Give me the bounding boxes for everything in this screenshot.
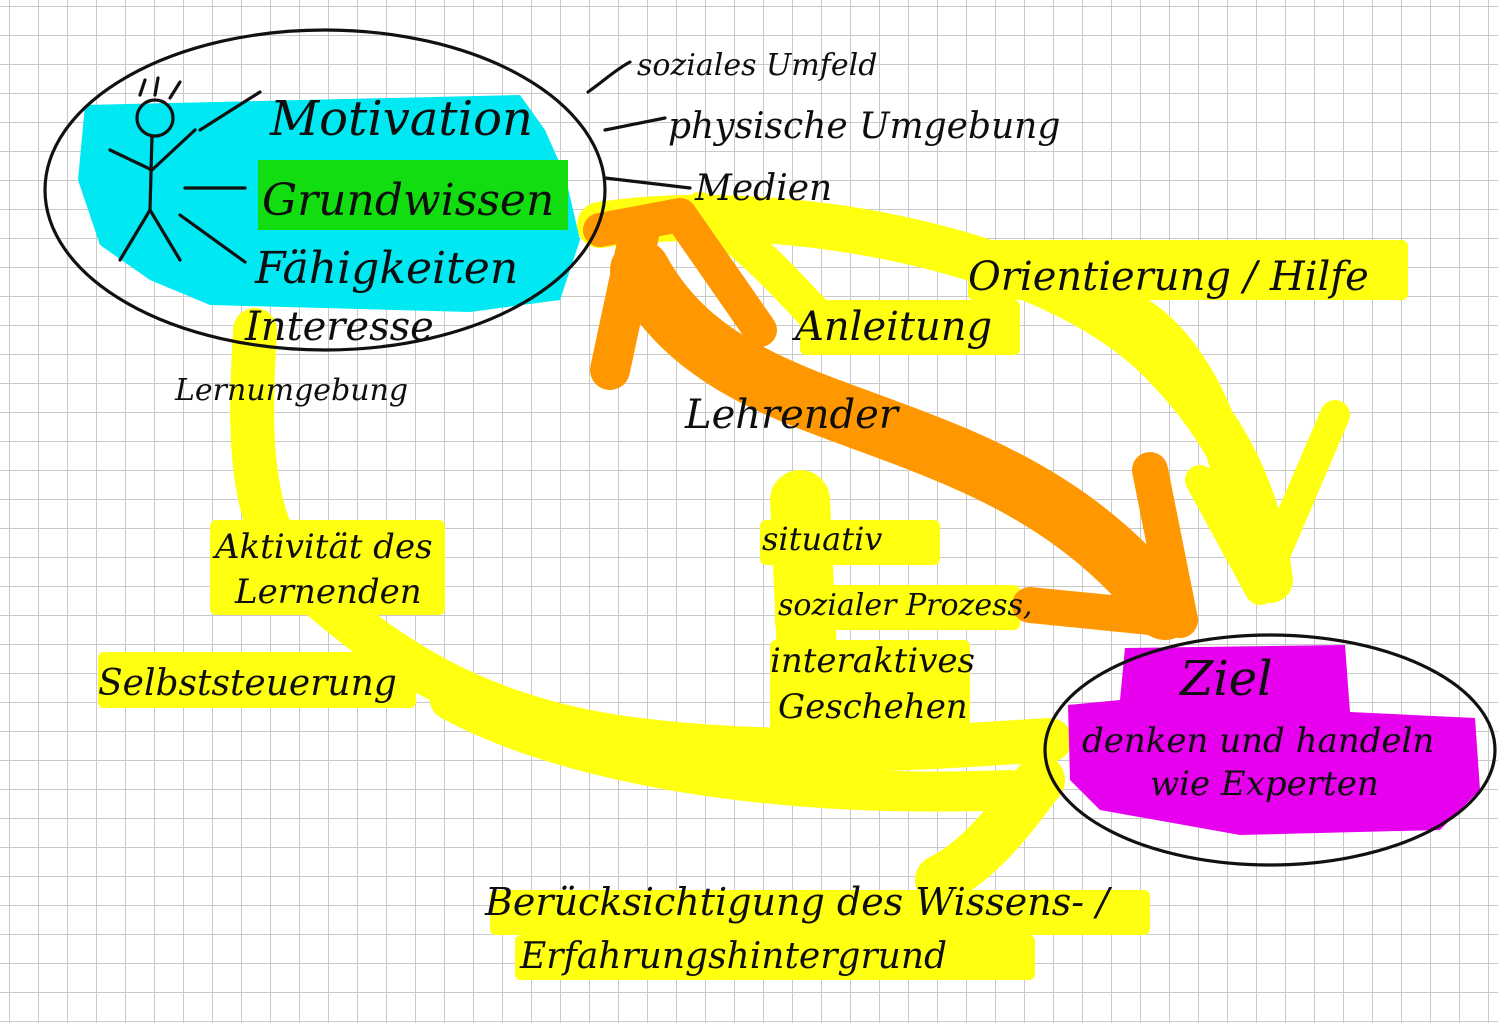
orange-goal-head	[1012, 452, 1198, 638]
goal-cluster: Ziel denken und handeln wie Experten	[1043, 633, 1497, 867]
soziales-umfeld-label: soziales Umfeld	[637, 48, 877, 83]
learner-stick-figure-icon	[108, 76, 262, 264]
magenta-highlight	[1068, 645, 1480, 835]
orientierung-arrow-head	[1185, 400, 1350, 605]
interaktives-line1: interaktives	[770, 641, 975, 681]
goal-line2: wie Experten	[1150, 764, 1379, 804]
grundwissen-label: Grundwissen	[262, 175, 554, 226]
situativ-label: situativ	[762, 520, 882, 558]
green-highlight	[258, 160, 568, 230]
medien-label: Medien	[694, 168, 832, 209]
learner-cluster: Motivation Grundwissen Fähigkeiten Inter…	[43, 28, 607, 408]
orange-main-shaft	[610, 240, 1195, 640]
environment-factors: soziales Umfeld physische Umgebung Medie…	[586, 48, 1060, 209]
goal-ellipse	[1043, 633, 1497, 867]
aktivitaet-line1: Aktivität des	[212, 527, 433, 567]
physische-umgebung-label: physische Umgebung	[668, 106, 1060, 147]
interaktives-line2: Geschehen	[778, 687, 968, 727]
beruecksichtigung-line1: Berücksichtigung des Wissens- /	[484, 880, 1112, 924]
learner-ellipse	[43, 28, 607, 352]
faehigkeiten-label: Fähigkeiten	[254, 243, 518, 294]
orientierung-arrow-right	[1080, 280, 1270, 580]
goal-line1: denken und handeln	[1082, 721, 1434, 761]
orientierung-label: Orientierung / Hilfe	[968, 254, 1369, 300]
interesse-label: Interesse	[244, 304, 434, 350]
bottom-band	[915, 755, 1065, 905]
beruecksichtigung-line2: Erfahrungshintergrund	[519, 936, 947, 977]
yellow-label-blocks	[98, 240, 1408, 980]
motivation-label: Motivation	[269, 91, 533, 147]
orange-left-tail	[590, 210, 660, 390]
lower-arc	[430, 680, 1030, 812]
aktivitaet-line2: Lernenden	[234, 572, 422, 612]
orange-lehrender-arrow	[583, 198, 1198, 640]
anleitung-label: Anleitung	[791, 304, 992, 350]
ziel-label: Ziel	[1178, 651, 1272, 707]
selbststeuerung-label: Selbststeuerung	[98, 663, 397, 704]
lehrender-label: Lehrender	[684, 392, 901, 438]
orange-top-head	[583, 198, 777, 347]
sozialer-prozess-label: sozialer Prozess,	[778, 588, 1032, 623]
lernumgebung-label: Lernumgebung	[174, 373, 408, 408]
